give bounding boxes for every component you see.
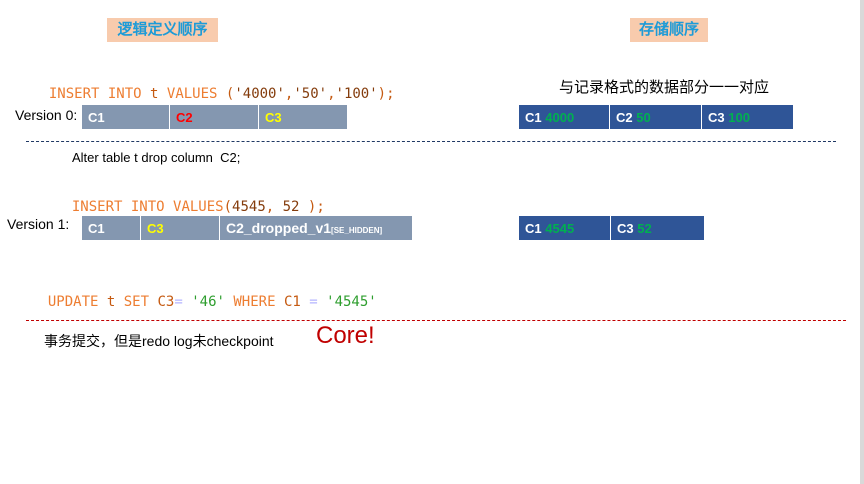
sql-value: '100' <box>335 86 378 102</box>
version1-label: Version 1: <box>7 216 70 232</box>
column-name: C2 <box>176 109 193 125</box>
sql-punct: ( <box>225 86 235 102</box>
sql-keyword: SET <box>123 294 150 310</box>
field-value: 52 <box>637 220 652 236</box>
field-value: 4000 <box>545 109 575 125</box>
sql-punct: ( <box>223 199 233 215</box>
commit-note: 事务提交，但是redo log未checkpoint <box>44 333 274 349</box>
column-cell: C3 <box>259 105 347 129</box>
sql-value: '50' <box>293 86 328 102</box>
storage-cell: C3 52 <box>611 216 704 240</box>
hidden-tag: [SE_HIDDEN] <box>331 226 383 235</box>
storage-cell: C1 4545 <box>519 216 611 240</box>
sql-table: t <box>150 86 159 102</box>
sql-keyword: INSERT INTO <box>71 199 165 215</box>
field-name: C1 <box>525 220 542 236</box>
sql-punct: , <box>265 199 275 215</box>
insert-statement-1: INSERT INTO t VALUES ('4000','50','100')… <box>32 70 395 102</box>
column-cell: C3 <box>141 216 220 240</box>
sql-keyword: UPDATE <box>47 294 99 310</box>
sql-value: '4000' <box>234 86 285 102</box>
version1-logical-row: C1 C3 C2_dropped_v1[SE_HIDDEN] <box>82 216 412 240</box>
sql-table: t <box>106 294 116 310</box>
sql-keyword: VALUES <box>166 86 218 102</box>
sql-operator: = <box>309 294 318 310</box>
sql-operator: = <box>174 294 183 310</box>
separator-line <box>26 141 836 142</box>
sql-keyword: WHERE <box>233 294 276 310</box>
field-value: 50 <box>636 109 651 125</box>
version0-logical-row: C1 C2 C3 <box>82 105 347 129</box>
field-value: 100 <box>728 109 750 125</box>
field-name: C3 <box>708 109 725 125</box>
version0-storage-row: C1 4000 C2 50 C3 100 <box>519 105 793 129</box>
sql-column: C3 <box>157 294 175 310</box>
column-cell-hidden: C2_dropped_v1[SE_HIDDEN] <box>220 216 412 240</box>
storage-note: 与记录格式的数据部分一一对应 <box>559 79 770 96</box>
sql-punct: ); <box>307 199 325 215</box>
sql-keyword: VALUES <box>173 199 224 215</box>
version0-label: Version 0: <box>15 107 78 123</box>
core-label: Core! <box>316 322 375 349</box>
sql-keyword: INSERT INTO <box>48 86 142 102</box>
storage-order-header: 存储顺序 <box>630 18 708 42</box>
sql-string: '4545' <box>326 294 377 310</box>
sql-punct: ); <box>377 86 395 102</box>
sql-column: C1 <box>283 294 301 310</box>
logical-order-header: 逻辑定义顺序 <box>107 18 218 42</box>
field-name: C3 <box>617 220 634 236</box>
sql-value: 4545 <box>232 199 266 215</box>
column-cell: C1 <box>82 105 170 129</box>
column-name: C1 <box>88 109 105 125</box>
alter-statement: Alter table t drop column C2; <box>72 150 241 165</box>
separator-line-red <box>26 320 846 321</box>
column-cell: C2 <box>170 105 259 129</box>
sql-punct: , <box>284 86 294 102</box>
version1-storage-row: C1 4545 C3 52 <box>519 216 704 240</box>
storage-cell: C2 50 <box>610 105 702 129</box>
scrollbar-edge <box>860 0 864 484</box>
field-name: C1 <box>525 109 542 125</box>
update-statement: UPDATE t SET C3= '46' WHERE C1 = '4545' <box>31 278 377 310</box>
storage-cell: C1 4000 <box>519 105 610 129</box>
storage-cell: C3 100 <box>702 105 793 129</box>
column-name: C3 <box>265 109 282 125</box>
insert-statement-2: INSERT INTO VALUES(4545, 52 ); <box>55 183 325 215</box>
field-value: 4545 <box>545 220 575 236</box>
column-name: C2_dropped_v1 <box>226 220 332 236</box>
column-name: C3 <box>147 220 164 236</box>
column-cell: C1 <box>82 216 141 240</box>
sql-punct: , <box>327 86 336 102</box>
column-name: C1 <box>88 220 105 236</box>
sql-string: '46' <box>191 294 225 310</box>
field-name: C2 <box>616 109 633 125</box>
sql-value: 52 <box>282 199 300 215</box>
